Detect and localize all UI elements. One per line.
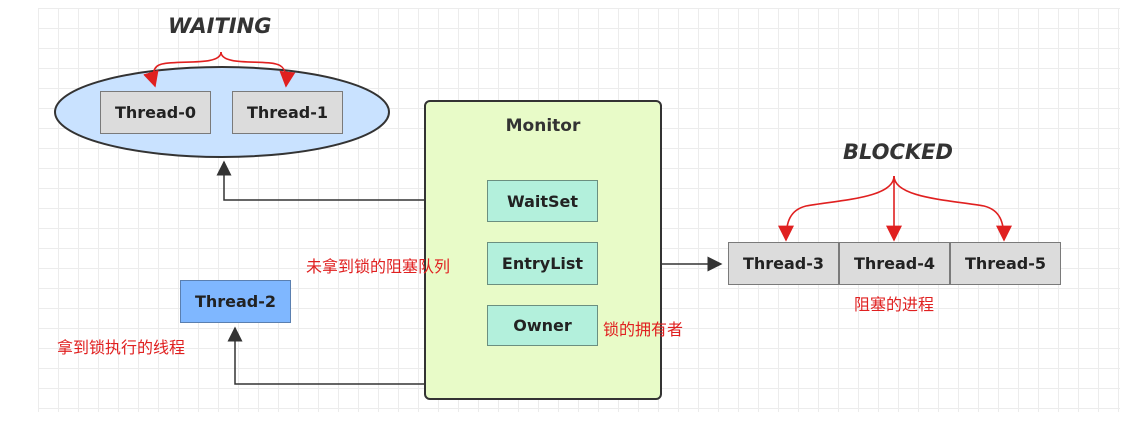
thread-5-box: Thread-5 [950, 242, 1061, 285]
blocked-brace-left [778, 175, 895, 242]
blocked-note: 阻塞的进程 [854, 295, 935, 314]
waiting-ellipse [54, 66, 390, 158]
waitset-box: WaitSet [487, 180, 598, 222]
owner-note: 锁的拥有者 [603, 320, 684, 339]
owner-box: Owner [487, 305, 598, 346]
blocked-brace-right [893, 175, 1012, 242]
thread-3-box: Thread-3 [728, 242, 839, 285]
thread-2-box: Thread-2 [180, 280, 291, 323]
waiting-brace-left [143, 51, 222, 88]
thread-4-box: Thread-4 [839, 242, 950, 285]
waitset-to-waiting-arrow [216, 160, 487, 201]
waiting-brace-right [220, 51, 296, 88]
thread2-note: 拿到锁执行的线程 [57, 338, 186, 357]
entrylist-box: EntryList [487, 242, 598, 285]
thread-1-box: Thread-1 [232, 91, 343, 134]
monitor-title: Monitor [505, 116, 581, 136]
thread-0-box: Thread-0 [100, 91, 211, 134]
entrylist-note: 未拿到锁的阻塞队列 [306, 257, 451, 276]
blocked-state-label: BLOCKED [843, 140, 953, 164]
waiting-state-label: WAITING [168, 14, 272, 38]
